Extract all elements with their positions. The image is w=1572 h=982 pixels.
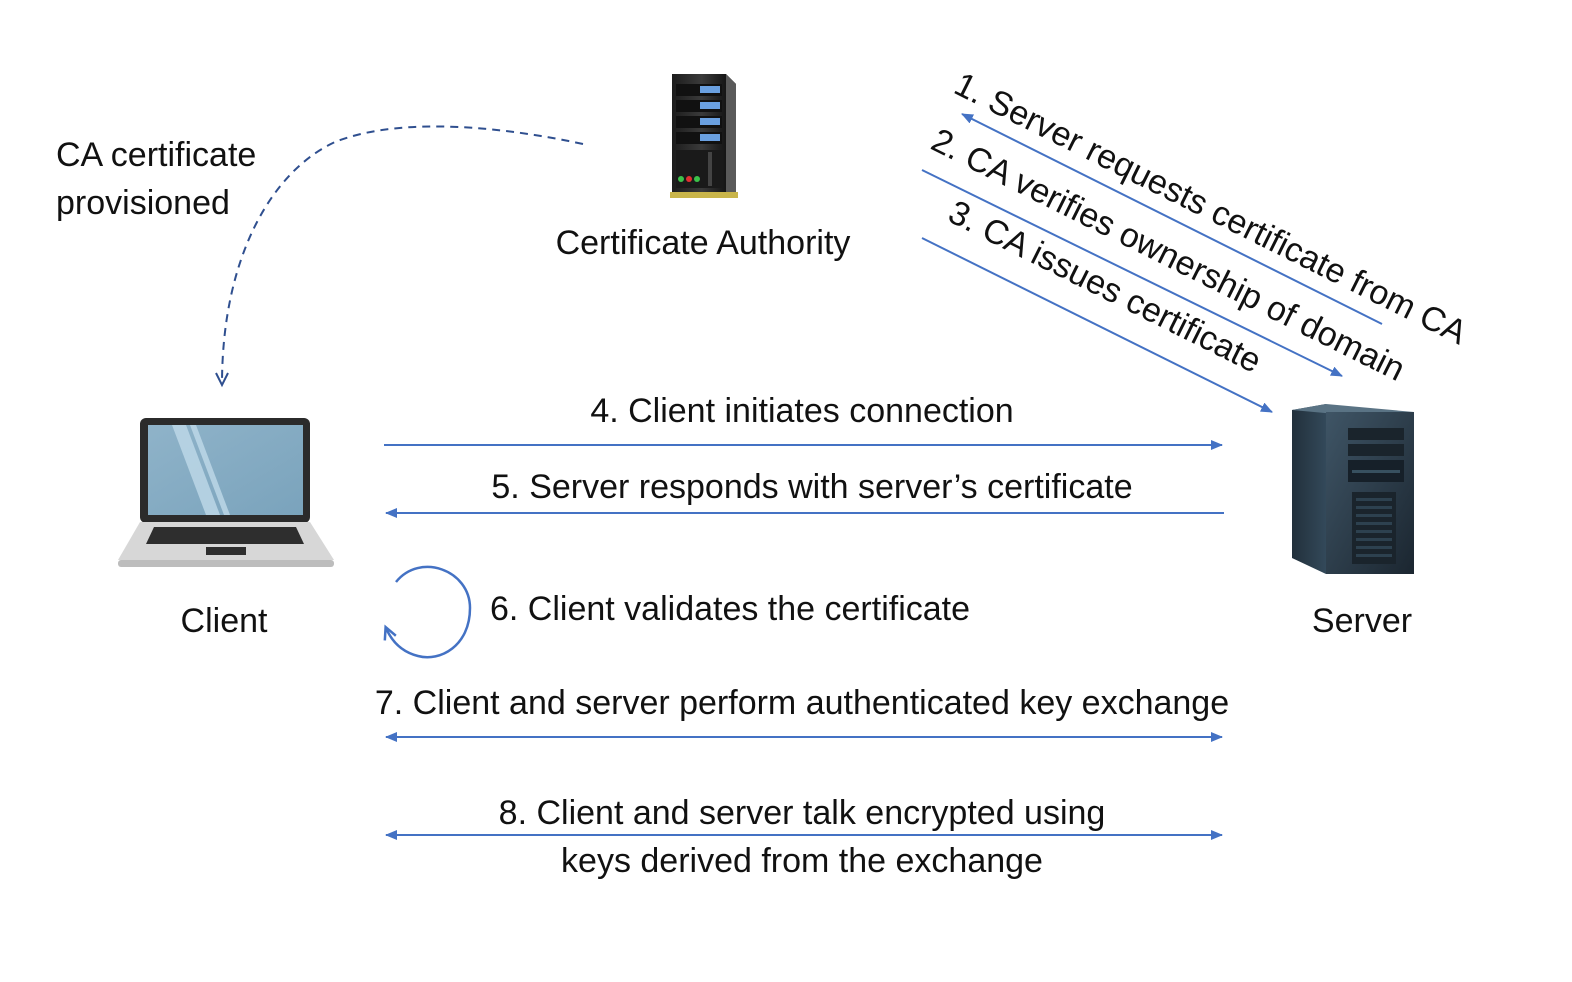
- keyboard: [146, 527, 304, 555]
- step3-arrow: [921, 237, 1273, 413]
- ca-label: Certificate Authority: [556, 224, 851, 262]
- server-label: Server: [1312, 602, 1412, 640]
- step1-arrow: [961, 113, 1383, 325]
- step1-label: 1. Server requests certificate from CA: [948, 65, 1473, 352]
- step5-label: 5. Server responds with server’s certifi…: [491, 468, 1132, 506]
- client-label: Client: [181, 602, 268, 640]
- step6-loop-arrow: [386, 565, 472, 659]
- step6-label: 6. Client validates the certificate: [490, 590, 970, 628]
- server-tower-icon: [1292, 404, 1414, 574]
- provisioned-note-line2: provisioned: [56, 184, 230, 222]
- step8-label-line2: keys derived from the exchange: [561, 842, 1043, 880]
- step4-label: 4. Client initiates connection: [590, 392, 1013, 430]
- step7-label: 7. Client and server perform authenticat…: [375, 684, 1229, 722]
- server-rack-icon: [670, 74, 738, 198]
- step8-label-line1: 8. Client and server talk encrypted usin…: [499, 794, 1106, 832]
- step2-arrow: [921, 169, 1343, 377]
- provisioning-dashed-arrow: [215, 125, 584, 388]
- laptop-icon: [118, 418, 334, 567]
- provisioned-note-line1: CA certificate: [56, 136, 256, 174]
